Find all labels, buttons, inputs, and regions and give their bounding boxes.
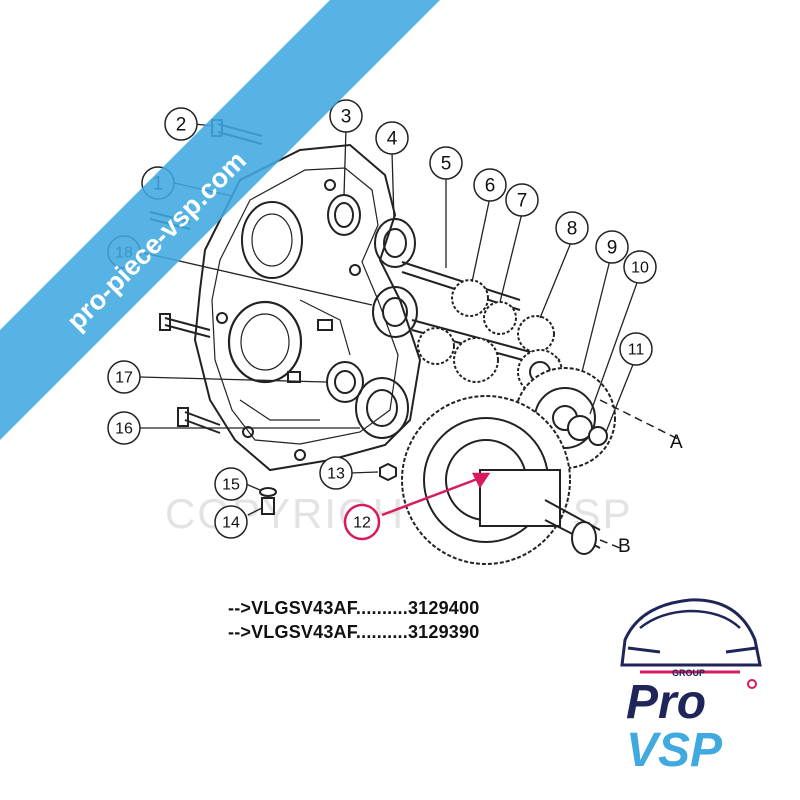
- oil-seal-3: [327, 194, 361, 236]
- axis-label-b: B: [618, 536, 631, 557]
- logo-accent-dot: [747, 679, 757, 689]
- car-outline-icon: [620, 598, 762, 667]
- callout-label-5: 5: [441, 154, 452, 175]
- logo-brand-top: Pro: [626, 676, 706, 729]
- callout-16: [107, 411, 141, 445]
- callout-14: [214, 505, 248, 539]
- seal-17: [326, 361, 364, 403]
- callout-3: [329, 99, 363, 133]
- callout-label-6: 6: [485, 176, 496, 197]
- callout-label-11: 11: [628, 342, 645, 359]
- callout-label-12: 12: [353, 515, 371, 532]
- callout-12: [343, 503, 381, 541]
- bearing-4: [374, 218, 416, 268]
- reference-line-2: -->VLGSV43AF..........3129390: [228, 622, 480, 642]
- axis-lines: [599, 399, 681, 549]
- gear-set: [401, 279, 616, 565]
- callout-label-16: 16: [115, 421, 133, 438]
- callout-7: [505, 183, 539, 217]
- gear-6: [451, 279, 489, 317]
- provsp-logo: GROUP Pro VSP: [620, 598, 762, 777]
- callout-4: [375, 121, 409, 155]
- callout-5: [429, 146, 463, 180]
- bearing-big: [355, 377, 409, 439]
- callout-2: [164, 107, 198, 141]
- gear-8: [517, 315, 555, 353]
- callout-label-2: 2: [176, 115, 187, 136]
- callout-label-15: 15: [222, 477, 240, 494]
- callout-label-8: 8: [567, 219, 578, 240]
- logo-brand-bottom: VSP: [626, 724, 723, 777]
- gear-7: [483, 301, 517, 335]
- callout-17: [107, 360, 141, 394]
- callout-label-14: 14: [222, 515, 240, 532]
- callout-label-13: 13: [327, 466, 345, 483]
- circlip-11: [588, 426, 608, 446]
- callout-label-7: 7: [517, 191, 528, 212]
- callout-10: [623, 250, 657, 284]
- bearing-18: [372, 286, 418, 338]
- callout-15: [214, 467, 248, 501]
- callout-8: [555, 211, 589, 245]
- leader-lines: [139, 123, 639, 516]
- callout-6: [473, 168, 507, 202]
- reference-line-1: -->VLGSV43AF..........3129400: [228, 598, 480, 618]
- callout-label-4: 4: [387, 129, 398, 150]
- crankcase-housing: [193, 143, 422, 472]
- callout-11: [619, 332, 653, 366]
- callout-12-arrow: [381, 472, 491, 517]
- callout-label-10: 10: [631, 260, 649, 277]
- housing-bearings: [326, 194, 418, 439]
- logo-group-text: GROUP: [672, 668, 705, 678]
- axis-label-a: A: [670, 432, 683, 453]
- callout-9: [595, 230, 629, 264]
- callout-13: [319, 456, 353, 490]
- callout-label-17: 17: [115, 370, 133, 387]
- callout-label-9: 9: [607, 238, 618, 259]
- callout-label-3: 3: [341, 107, 352, 128]
